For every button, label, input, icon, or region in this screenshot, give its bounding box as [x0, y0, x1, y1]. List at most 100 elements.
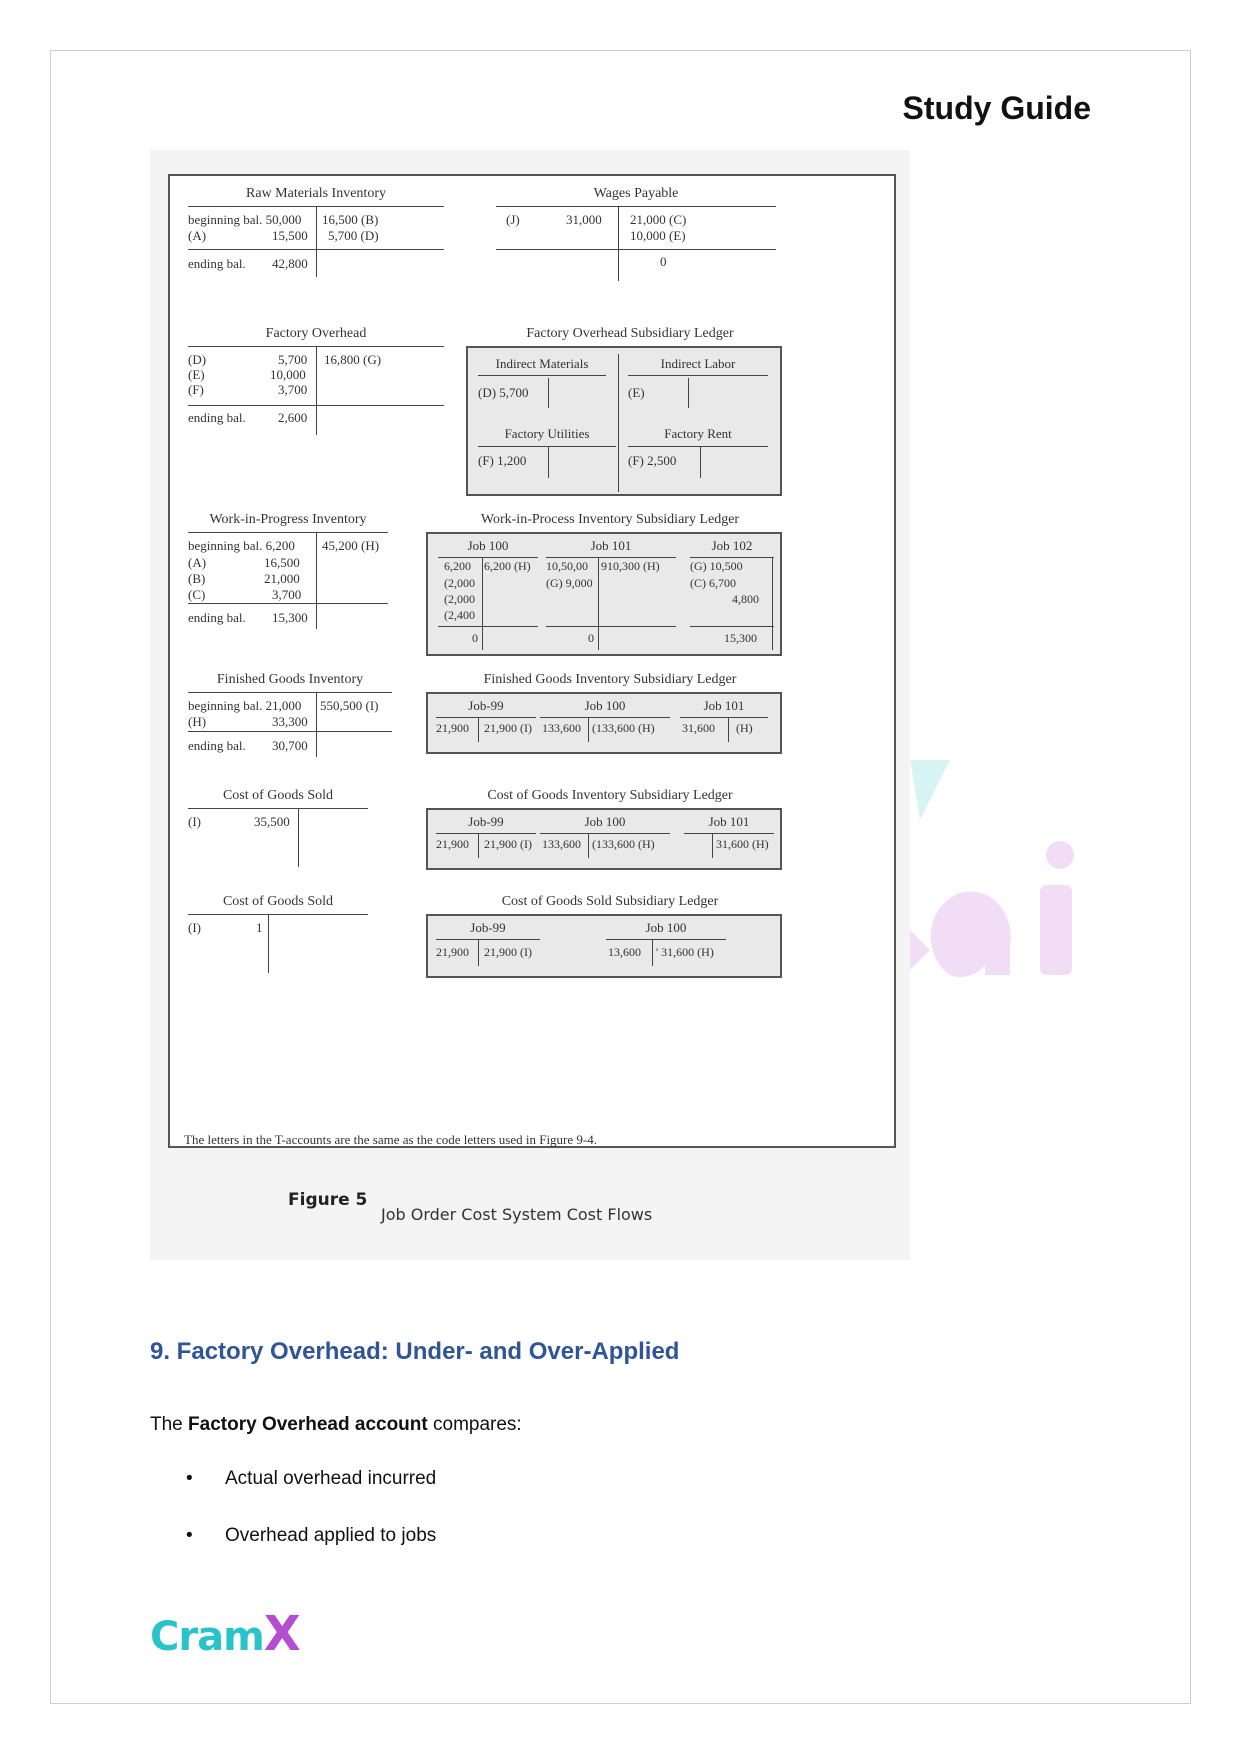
ledger-rule [628, 446, 768, 447]
bullet-icon: • [186, 1468, 193, 1489]
t-account-entry: 3,700 [272, 587, 302, 602]
t-account-entry: 16,800 (G) [324, 352, 382, 367]
ledger-job-title: Job 102 [690, 538, 774, 558]
t-account-balance: 0 [660, 254, 667, 269]
ledger-entry: 13,600 [608, 945, 641, 959]
t-account-ending-label: ending bal. [188, 738, 246, 753]
ledger-account-indirect-labor: Indirect Labor (E) [628, 356, 768, 408]
t-account-entry: (D) [188, 352, 207, 367]
ledger-job-title: Job 101 [680, 698, 768, 718]
ledger-divider [652, 940, 653, 966]
ledger-divider [548, 446, 549, 478]
ledger-rule [546, 626, 676, 627]
ledger-entry: 10,50,00 [546, 559, 588, 573]
t-account-divider [298, 809, 299, 867]
ledger-account-title: Indirect Labor [628, 356, 768, 376]
ledger-job-title: Job 101 [546, 538, 676, 558]
ledger-job-100: Job 100 133,600 (133,600 (H) [540, 698, 670, 742]
ledger-account-factory-rent: Factory Rent (F) 2,500 [628, 426, 768, 478]
ledger-center-divider [618, 354, 619, 492]
t-account-entry: 35,500 [254, 814, 290, 829]
t-account-entry: 5,700 (D) [328, 228, 379, 243]
figure-frame: Raw Materials Inventory beginning bal. 5… [168, 174, 896, 1148]
ledger-job-title: Job 100 [540, 814, 670, 834]
ledger-entry: (F) 1,200 [478, 453, 527, 468]
t-account-rule [188, 249, 444, 250]
t-account-wip: Work-in-Progress Inventory beginning bal… [188, 512, 388, 629]
t-account-entry: (I) [188, 920, 201, 935]
t-account-ending-label: ending bal. [188, 410, 246, 425]
section-heading: 9. Factory Overhead: Under- and Over-App… [150, 1338, 680, 1365]
t-account-factory-overhead: Factory Overhead (D) 5,700 (E) 10,000 (F… [188, 326, 444, 435]
t-account-entry: beginning bal. 6,200 [188, 538, 295, 553]
ledger-balance: 0 [588, 631, 594, 645]
ledger-entry: 31,600 (H) [716, 837, 769, 851]
ledger-entry: (2,400 [444, 608, 475, 622]
ledger-job-101: Job 101 31,600 (H) [684, 814, 774, 858]
ledger-account-title: Factory Rent [664, 426, 732, 441]
t-account-divider [316, 693, 317, 757]
ledger-account-title: Indirect Materials [478, 356, 606, 376]
ledger-entry: (G) 10,500 [690, 559, 743, 573]
ledger-entry: (C) 6,700 [690, 576, 736, 590]
t-account-ending-value: 30,700 [272, 738, 308, 753]
cogs-subsidiary-ledger: Job-99 21,900 21,900 (I) Job 100 13,600 … [426, 914, 782, 978]
ledger-entry: 4,800 [732, 592, 759, 606]
t-account-ending-value: 2,600 [278, 410, 308, 425]
t-account-ending-label: ending bal. [188, 256, 246, 271]
ledger-job-101: Job 101 10,50,00 (G) 9,000 910,300 (H) 0 [546, 538, 676, 650]
t-account-entry: 15,500 [272, 228, 308, 243]
t-account-entry: 21,000 (C) [630, 212, 687, 227]
ledger-job-title: Job 100 [540, 698, 670, 718]
ledger-job-title: Job 100 [438, 538, 538, 558]
ledger-divider [588, 834, 589, 858]
list-item-text: Actual overhead incurred [225, 1468, 437, 1489]
t-account-title: Wages Payable [496, 186, 776, 207]
t-account-divider [316, 347, 317, 435]
t-account-title: Work-in-Progress Inventory [188, 512, 388, 533]
logo-text-x: X [263, 1606, 301, 1662]
ledger-job-101: Job 101 31,600 (H) [680, 698, 768, 742]
ledger-entry: 21,900 [436, 721, 469, 735]
ledger-entry: 21,900 [436, 837, 469, 851]
ledger-balance: 15,300 [724, 631, 757, 645]
t-account-title: Cost of Goods Sold [188, 788, 368, 809]
t-account-entry: 45,200 (H) [322, 538, 380, 553]
ledger-job-99: Job-99 21,900 21,900 (I) [436, 698, 536, 742]
t-account-divider [618, 207, 619, 281]
ledger-job-99: Job-99 21,900 21,900 (I) [436, 814, 536, 858]
t-account-entry: beginning bal. 50,000 [188, 212, 302, 227]
ledger-divider [772, 558, 773, 650]
t-account-rule [188, 405, 444, 406]
ledger-divider [482, 558, 483, 650]
ledger-entry: (133,600 (H) [592, 837, 655, 851]
t-account-entry: 16,500 (B) [322, 212, 379, 227]
t-account-entry: 1 [256, 920, 263, 935]
t-account-divider [316, 533, 317, 629]
t-account-finished-goods: Finished Goods Inventory beginning bal. … [188, 672, 392, 757]
t-account-cogs: Cost of Goods Sold (I) 1 [188, 894, 368, 973]
t-account-entry: 10,000 (E) [630, 228, 686, 243]
ledger-job-title: Job-99 [436, 698, 536, 718]
t-account-entry: (A) [188, 555, 207, 570]
ledger-balance: 0 [472, 631, 478, 645]
ledger-job-title: Job 101 [684, 814, 774, 834]
t-account-title: Finished Goods Inventory [188, 672, 392, 693]
ledger-divider [688, 378, 689, 408]
figure-caption-text: Job Order Cost System Cost Flows [381, 1205, 653, 1224]
t-account-title: Cost of Goods Sold [188, 894, 368, 915]
figure-caption-number: Figure 5 [288, 1190, 368, 1210]
t-account-title: Raw Materials Inventory [188, 186, 444, 207]
ledger-rule [438, 626, 538, 627]
t-account-entry: 16,500 [264, 555, 300, 570]
list-item-text: Overhead applied to jobs [225, 1525, 437, 1546]
ledger-account-title: Factory Utilities [504, 426, 590, 441]
ledger-divider [548, 378, 549, 408]
t-account-entry: (H) [188, 714, 207, 729]
ledger-divider [700, 446, 701, 478]
ledger-divider [478, 940, 479, 966]
ledger-job-100: Job 100 133,600 (133,600 (H) [540, 814, 670, 858]
ledger-divider [588, 718, 589, 742]
t-account-entry: 33,300 [272, 714, 308, 729]
ledger-entry: 6,200 (H) [484, 559, 531, 573]
